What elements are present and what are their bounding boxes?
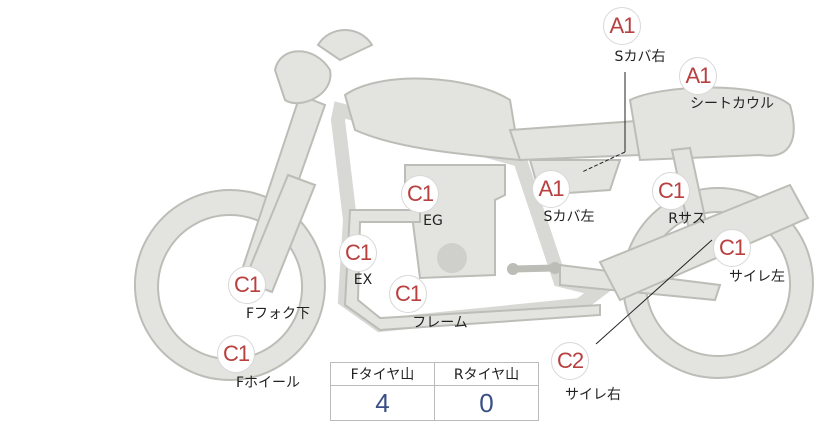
label-silencer-left: サイレ左 bbox=[729, 269, 785, 285]
label-silencer-right: サイレ右 bbox=[565, 387, 621, 403]
grade-badge-frame: C1 bbox=[389, 275, 427, 313]
label-rear-suspension: Rサス bbox=[668, 211, 706, 227]
label-seat-cowl: シートカウル bbox=[690, 96, 774, 112]
seat-cowl-shape bbox=[628, 86, 795, 162]
label-engine: EG bbox=[423, 213, 443, 229]
label-s-cover-right: Sカバ右 bbox=[614, 49, 666, 65]
header-front-tyre-tread: Fタイヤ山 bbox=[330, 362, 435, 386]
grade-badge-seat-cowl: A1 bbox=[679, 57, 717, 95]
label-s-cover-left: Sカバ左 bbox=[543, 209, 595, 225]
grade-badge-front-fork-lower: C1 bbox=[228, 266, 266, 304]
label-front-fork-lower: Fフォク下 bbox=[245, 306, 311, 322]
tank-shape bbox=[343, 77, 522, 162]
seat-shape bbox=[508, 118, 652, 162]
silencer-shape bbox=[598, 183, 810, 302]
grade-badge-front-wheel: C1 bbox=[217, 335, 255, 373]
grade-badge-silencer-right: C2 bbox=[551, 342, 589, 380]
tyre-tread-table: Fタイヤ山 Rタイヤ山 4 0 bbox=[330, 362, 539, 421]
grade-badge-s-cover-left: A1 bbox=[532, 170, 570, 208]
grade-badge-exhaust: C1 bbox=[339, 234, 377, 272]
grade-badge-s-cover-right: A1 bbox=[603, 7, 641, 45]
label-front-wheel: Fホイール bbox=[235, 375, 301, 391]
exhaust-shape bbox=[343, 209, 601, 332]
leader-line-silencer-right bbox=[595, 239, 713, 345]
label-frame: フレーム bbox=[412, 315, 468, 331]
value-rear-tyre-tread: 0 bbox=[434, 385, 539, 421]
grade-badge-engine: C1 bbox=[401, 175, 439, 213]
value-front-tyre-tread: 4 bbox=[330, 385, 435, 421]
label-exhaust: EX bbox=[353, 272, 373, 288]
grade-badge-rear-suspension: C1 bbox=[652, 172, 690, 210]
header-rear-tyre-tread: Rタイヤ山 bbox=[434, 362, 539, 386]
grade-badge-silencer-left: C1 bbox=[713, 229, 751, 267]
